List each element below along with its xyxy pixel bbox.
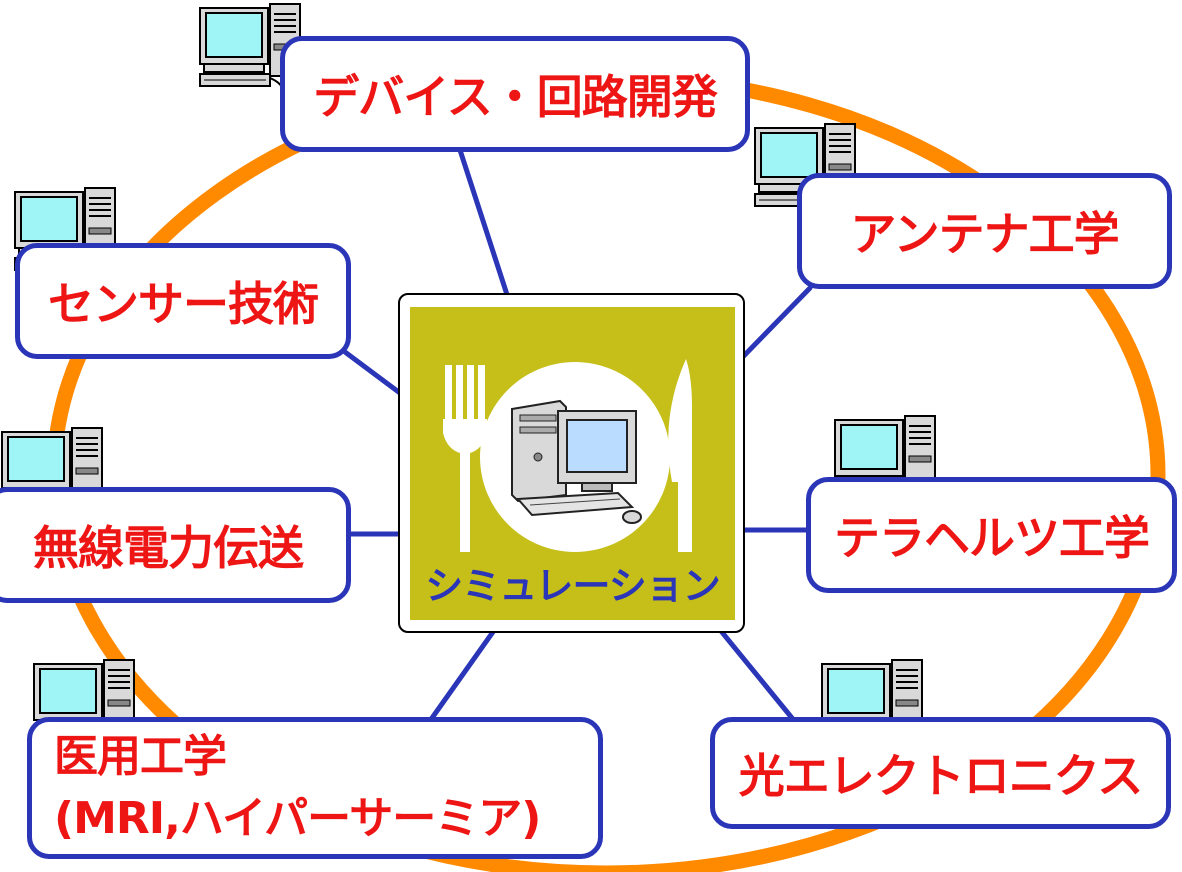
node-medical-engineering: 医用工学 (MRI,ハイパーサーミア) <box>27 717 603 859</box>
node-label: 無線電力伝送 <box>33 521 304 575</box>
node-antenna-engineering: アンテナ工学 <box>797 173 1172 289</box>
node-label: 光エレクトロニクス <box>738 749 1144 803</box>
node-label: センサー技術 <box>48 277 319 331</box>
fork-icon <box>443 365 487 552</box>
node-label: アンテナ工学 <box>850 207 1119 261</box>
connector-device <box>457 147 515 313</box>
node-label-line2: (MRI,ハイパーサーミア) <box>54 793 541 844</box>
knife-icon <box>668 359 692 552</box>
center-panel <box>410 307 735 620</box>
computer-icon <box>511 399 642 524</box>
node-sensor-technology: センサー技術 <box>15 243 351 359</box>
node-device-circuit: デバイス・回路開発 <box>280 36 750 152</box>
connector-antenna <box>729 285 813 371</box>
node-label: デバイス・回路開発 <box>313 70 718 124</box>
place-setting <box>443 359 692 552</box>
connector-medical <box>429 619 503 721</box>
center-label: シミュレーション <box>425 564 720 608</box>
node-optoelectronics: 光エレクトロニクス <box>710 717 1171 829</box>
connector-optical <box>709 617 795 721</box>
node-label-line1: 医用工学 <box>54 731 227 782</box>
node-label: テラヘルツ工学 <box>834 511 1150 565</box>
node-terahertz-engineering: テラヘルツ工学 <box>806 477 1177 593</box>
node-wireless-power: 無線電力伝送 <box>0 487 351 603</box>
